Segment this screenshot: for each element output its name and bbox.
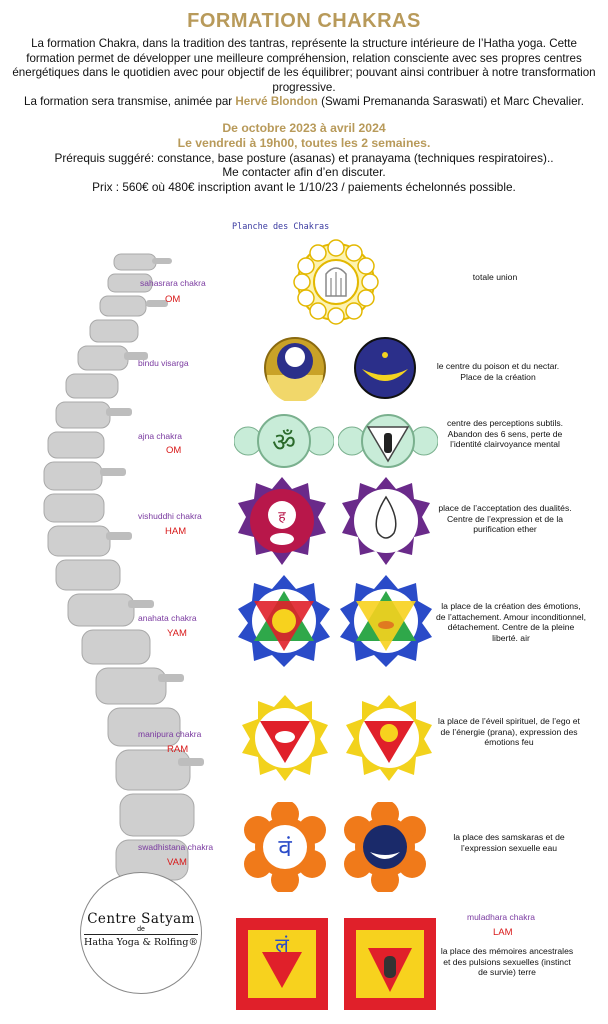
ajna-triangle-icon [338, 414, 438, 468]
sahasrara-lotus-icon [293, 239, 379, 325]
mantra-swadhistana: VAM [167, 857, 187, 868]
plate-title: Planche des Chakras [232, 222, 330, 232]
taught-suffix: (Swami Premananda Saraswati) et Marc Che… [321, 95, 584, 108]
mantra-manipura: RAM [167, 744, 189, 755]
desc-manipura: la place de l’éveil spirituel, de l’ego … [438, 716, 580, 747]
vishuddhi-lotus-icon: ह [238, 477, 326, 565]
mantra-ajna: OM [166, 445, 182, 456]
desc-anahata: la place de la création des émotions, de… [436, 601, 587, 643]
manipura-sun-icon [346, 695, 432, 781]
desc-muladhara: la place des mémoires ancestrales et des… [440, 946, 574, 977]
logo-de: de [137, 926, 145, 933]
svg-text:लं: लं [275, 933, 289, 957]
centre-satyam-logo: Centre Satyam de Hatha Yoga & Rolfing® [80, 872, 202, 994]
dates: De octobre 2023 à avril 2024 Le vendredi… [10, 121, 598, 151]
desc-bindu: le centre du poison et du nectar. Place … [436, 361, 560, 382]
chakra-name-bindu: bindu visarga [138, 358, 189, 368]
svg-text:ह: ह [278, 509, 286, 525]
contact-text: Me contacter afin d’en discuter. [222, 165, 386, 179]
chakra-name-anahata: anahata chakra [138, 613, 197, 623]
header: FORMATION CHAKRAS La formation Chakra, d… [10, 6, 598, 194]
anahata-star-icon [340, 575, 432, 667]
dates-line-1: De octobre 2023 à avril 2024 [222, 120, 386, 135]
desc-ajna: centre des perceptions subtils. Abandon … [446, 418, 564, 449]
logo-subtitle: Hatha Yoga & Rolfing® [84, 934, 198, 948]
price-text: Prix : 560€ où 480€ inscription avant le… [92, 179, 516, 194]
spine-illustration [43, 253, 204, 881]
teacher-link[interactable]: Hervé Blondon [235, 95, 318, 108]
chakra-name-swadhistana: swadhistana chakra [138, 842, 214, 852]
mantra-vishuddhi: HAM [165, 526, 187, 537]
mantra-muladhara: LAM [493, 927, 513, 938]
info-block: Prérequis suggéré: constance, base postu… [10, 151, 598, 195]
muladhara-square-icon: लं [236, 918, 328, 1010]
desc-vishuddhi: place de l’acceptation des dualités. Cen… [438, 503, 572, 534]
manipura-lotus-icon [242, 695, 328, 781]
dates-line-2: Le vendredi à 19h00, toutes les 2 semain… [177, 135, 431, 150]
logo-name: Centre Satyam [87, 911, 195, 927]
chakra-name-vishuddhi: vishuddhi chakra [138, 511, 202, 521]
chakra-name-ajna: ajna chakra [138, 431, 182, 441]
mantra-sahasrara: OM [165, 294, 181, 305]
taught-prefix: La formation sera transmise, animée par [24, 95, 233, 108]
chakra-name-manipura: manipura chakra [138, 729, 202, 739]
prereq-text: Prérequis suggéré: constance, base postu… [54, 150, 554, 165]
vishuddhi-drop-icon [342, 477, 430, 565]
muladhara-lingam-icon [344, 918, 436, 1010]
bindu-emblem-icon [264, 337, 326, 401]
swadhistana-moon-icon [344, 802, 426, 892]
chakra-name-muladhara: muladhara chakra [467, 912, 536, 922]
intro-text: La formation Chakra, dans la tradition d… [12, 37, 596, 94]
svg-text:ॐ: ॐ [272, 428, 296, 458]
chakra-name-sahasrara: sahasrara chakra [140, 278, 206, 288]
desc-sahasrara: totale union [472, 272, 518, 282]
bindu-moon-icon [354, 337, 416, 399]
anahata-lotus-icon [238, 575, 330, 667]
desc-swadhistana: la place des samskaras et de l’expressio… [453, 832, 565, 853]
svg-text:वं: वं [278, 834, 292, 862]
mantra-anahata: YAM [167, 628, 187, 639]
swadhistana-lotus-icon: वं [244, 802, 326, 892]
ajna-symbol-icon: ॐ [234, 414, 334, 468]
page-title: FORMATION CHAKRAS [187, 10, 421, 32]
teachers-line: La formation sera transmise, animée par … [10, 95, 598, 110]
